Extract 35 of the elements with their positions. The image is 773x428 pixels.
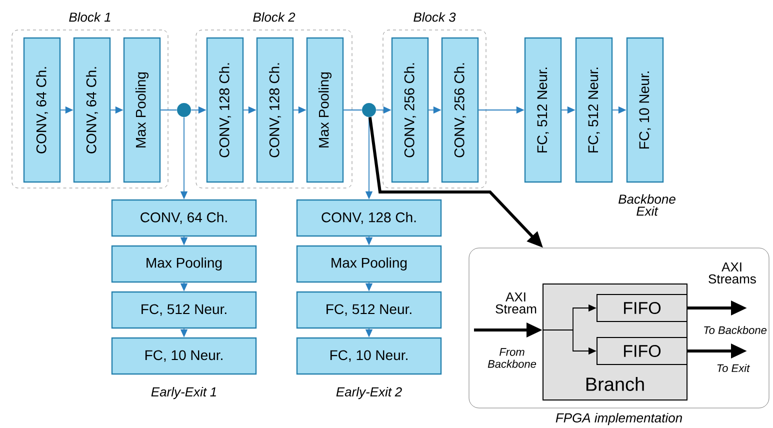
- layer-box: CONV, 128 Ch.: [256, 37, 294, 183]
- edge-label: To Backbone: [702, 324, 768, 336]
- layer-box: FC, 512 Neur.: [111, 291, 257, 329]
- junction-dot: [177, 103, 191, 117]
- layer-box: CONV, 256 Ch.: [391, 37, 429, 183]
- block-title: Block 1: [69, 12, 110, 22]
- exit-label: Early-Exit 2: [336, 386, 402, 400]
- layer-box: CONV, 64 Ch.: [73, 37, 111, 183]
- layer-box: Max Pooling: [296, 245, 442, 283]
- stream-label: AXI Streams: [708, 262, 756, 284]
- layer-box: CONV, 128 Ch.: [206, 37, 244, 183]
- exit-label: Backbone Exit: [618, 194, 676, 216]
- fpga-caption: FPGA implementation: [556, 412, 682, 426]
- layer-box: CONV, 64 Ch.: [111, 199, 257, 237]
- stream-label: From Backbone: [488, 348, 536, 368]
- layer-box: FC, 10 Neur.: [111, 337, 257, 375]
- layer-box: Max Pooling: [111, 245, 257, 283]
- layer-box: FC, 512 Neur.: [524, 37, 562, 183]
- stream-label: AXI Stream: [496, 292, 536, 314]
- edge-label: To Exit: [715, 362, 751, 374]
- layer-box: FC, 10 Neur.: [626, 37, 664, 183]
- layer-box: CONV, 256 Ch.: [441, 37, 479, 183]
- layer-box: FC, 512 Neur.: [575, 37, 613, 183]
- fifo-box: FIFO: [596, 294, 688, 322]
- block-title: Block 3: [414, 12, 456, 22]
- junction-dot: [362, 103, 376, 117]
- exit-label: Early-Exit 1: [151, 386, 216, 400]
- layer-box: Max Pooling: [123, 37, 161, 183]
- layer-box: FC, 10 Neur.: [296, 337, 442, 375]
- layer-box: CONV, 128 Ch.: [296, 199, 442, 237]
- block-title: Block 2: [253, 12, 296, 22]
- layer-box: Max Pooling: [306, 37, 344, 183]
- fifo-box: FIFO: [596, 337, 688, 365]
- layer-box: FC, 512 Neur.: [296, 291, 442, 329]
- layer-box: CONV, 64 Ch.: [23, 37, 61, 183]
